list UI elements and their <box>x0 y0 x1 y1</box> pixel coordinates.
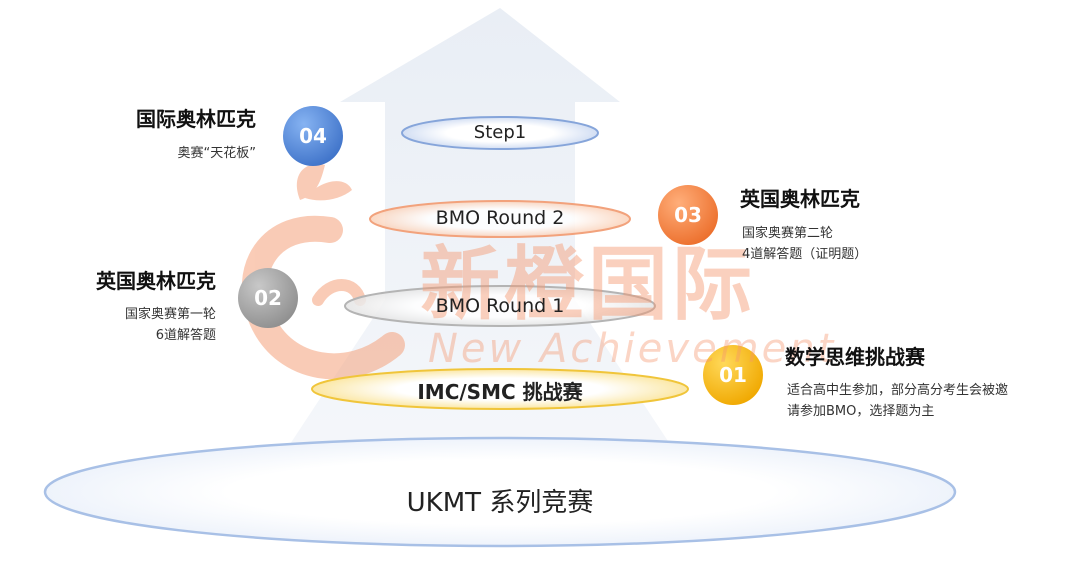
step-ring <box>401 116 599 150</box>
badge-01-circle <box>703 345 763 405</box>
level-01-desc-line: 请参加BMO，选择题为主 <box>787 404 935 419</box>
level-02-desc-line: 国家奥赛第一轮 <box>124 307 216 322</box>
level-03-desc: 国家奥赛第二轮 4道解答题（证明题） <box>742 223 942 265</box>
badge-04-number: 04 <box>299 124 327 148</box>
level-04-desc: 奥赛“天花板” <box>60 143 256 164</box>
bmo-round1-ring <box>344 285 656 327</box>
level-02-desc-line: 6道解答题 <box>155 328 216 343</box>
badge-04-circle <box>283 106 343 166</box>
watermark-english: New Achievement <box>428 326 837 372</box>
bmo-round1-label: BMO Round 1 <box>435 295 565 317</box>
base-ring-label: UKMT 系列竞赛 <box>406 488 594 518</box>
level-03-title: 英国奥林匹克 <box>740 187 860 211</box>
level-02-desc: 国家奥赛第一轮 6道解答题 <box>40 304 216 346</box>
bmo-round2-ring <box>369 200 631 238</box>
level-01-desc-line: 适合高中生参加，部分高分考生会被邀 <box>787 383 1009 398</box>
level-03-desc-line: 4道解答题（证明题） <box>742 247 868 262</box>
badge-03-circle <box>658 185 718 245</box>
badge-02-circle <box>238 268 298 328</box>
level-04-title: 国际奥林匹克 <box>136 107 256 131</box>
level-02-title: 英国奥林匹克 <box>96 269 216 293</box>
level-04-desc-line: 奥赛“天花板” <box>177 146 256 161</box>
badge-03-number: 03 <box>674 203 702 227</box>
badge-01-number: 01 <box>719 363 747 387</box>
level-01-desc: 适合高中生参加，部分高分考生会被邀 请参加BMO，选择题为主 <box>787 380 1077 422</box>
level-03-desc-line: 国家奥赛第二轮 <box>742 226 834 241</box>
imc-ring <box>311 368 689 410</box>
base-ring <box>43 436 957 548</box>
step-ring-label: Step1 <box>473 122 527 143</box>
bmo-round2-label: BMO Round 2 <box>435 207 565 229</box>
imc-ring-label: IMC/SMC 挑战赛 <box>417 380 583 404</box>
level-01-title: 数学思维挑战赛 <box>785 345 925 369</box>
badge-02-number: 02 <box>254 286 282 310</box>
watermark-chinese: 新橙国际 <box>420 238 756 331</box>
